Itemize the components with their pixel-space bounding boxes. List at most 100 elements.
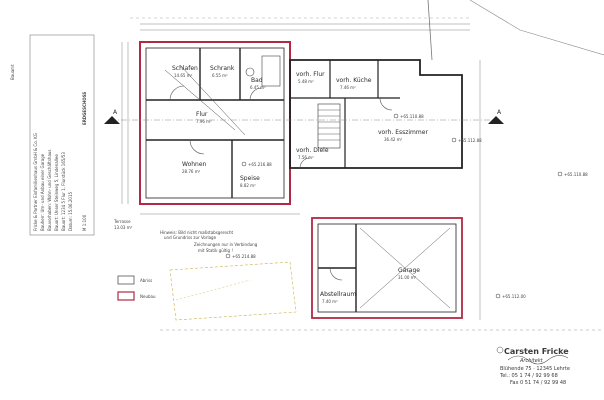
title-floor: ERDGESCHOSS — [82, 92, 87, 125]
validity-note-1: Zeichnungen nur in Verbindung — [194, 242, 258, 247]
level-label-3: +65.110.88 — [564, 172, 588, 177]
level-marker — [225, 253, 231, 259]
room-vorh-flur-name: vorh. Flur — [296, 71, 325, 78]
title-line-2: Bauherr: Um- und Anbau einer Garage — [40, 153, 45, 231]
demolition-shape — [169, 261, 297, 321]
level-marks: +65.110.88 +65.112.88 +65.110.88 +65.214… — [225, 113, 588, 299]
door-swing-wohnen — [189, 139, 205, 155]
hint-note-1: Hinweis: Bild nicht maßstabsgerecht — [160, 230, 234, 235]
section-label-left: A — [113, 109, 118, 116]
legend-swatch-abriss — [117, 275, 135, 285]
room-wohnen-area: 28.76 m² — [182, 169, 201, 174]
level-label-6: +65.112.00 — [502, 294, 526, 299]
hint-note-2: und Grundriss zur Vorlage — [164, 235, 217, 240]
level-label-4: +65.214.88 — [232, 254, 256, 259]
door-swing-diele — [299, 157, 311, 169]
door-swing-schlafen — [169, 85, 185, 101]
door-swing-essen — [379, 97, 393, 111]
garage-outer-wall — [311, 217, 463, 319]
room-vorh-essen-area: 36.42 m² — [384, 137, 403, 142]
legend-label-abriss: Abriss — [140, 278, 152, 283]
title-scale: M 1:100 — [82, 214, 87, 231]
stair-frame — [317, 103, 341, 149]
title-line-4: Bauort: Unser Steinweg 5, Lindenallee — [54, 154, 59, 231]
title-line-3: Bauvorhaben: Wohn- und Geschäftshaus — [47, 149, 52, 231]
level-marker — [557, 171, 563, 177]
existing-house: vorh. Flur 5.48 m² vorh. Küche 7.46 m² v… — [289, 59, 463, 169]
section-arrow-left — [104, 116, 120, 124]
room-vorh-essen-name: vorh. Esszimmer — [378, 129, 428, 136]
room-vorh-diele-name: vorh. Diele — [296, 147, 329, 154]
stamp-name: Carsten Fricke — [504, 347, 569, 356]
level-label-5: +65.216.88 — [248, 162, 272, 167]
compass-circle — [496, 346, 504, 354]
dimension-lines — [110, 23, 604, 331]
title-line-1: Fricke & Partner Einfamilienhaus GmbH & … — [33, 133, 38, 231]
diagonal-hatch-2 — [179, 64, 246, 136]
title-block-frame — [29, 34, 95, 236]
existing-house-outline — [289, 59, 463, 169]
stamp-phone: Tel.: 05 1 74 / 92 99 68 — [499, 373, 558, 379]
room-garage-name: Garage — [398, 267, 420, 274]
door-swing-bad — [249, 87, 263, 101]
toilet-symbol — [245, 67, 255, 77]
architect-stamp: Carsten Fricke Architekt Blühende 75 · 1… — [499, 347, 570, 386]
level-marker — [495, 293, 501, 299]
terrace-area: 13.03 m² — [114, 225, 133, 230]
room-speise-name: Speise — [240, 175, 260, 182]
legend-swatch-neubau — [117, 291, 135, 301]
section-marker-left: A — [104, 109, 120, 124]
stamp-street: Blühende 75 · 12345 Lehrte — [500, 366, 570, 372]
stamp-subtitle: Architekt — [519, 358, 544, 364]
staircase — [317, 103, 341, 149]
demolition-diagonal — [175, 279, 251, 301]
room-abstell-area: 7.40 m² — [322, 299, 338, 304]
level-marker — [241, 161, 247, 167]
section-label-right: A — [497, 109, 502, 116]
title-block: Fricke & Partner Einfamilienhaus GmbH & … — [29, 34, 95, 236]
room-vorh-kueche-area: 7.46 m² — [340, 85, 356, 90]
new-wing: Schlafen 14.65 m² Schrank 6.55 m² Bad 6.… — [139, 41, 291, 205]
garage-diagonal-2 — [359, 227, 451, 309]
title-line-6: Datum: 15.06.2015 — [68, 191, 73, 231]
site-boundary-line — [469, 0, 604, 56]
room-vorh-kueche-name: vorh. Küche — [336, 77, 372, 84]
room-schlafen-area: 14.65 m² — [174, 73, 193, 78]
margin-note: Bauamt — [10, 64, 15, 80]
demolition-outline — [169, 261, 297, 321]
room-wohnen-name: Wohnen — [182, 161, 207, 168]
room-vorh-diele-area: 7.56 m² — [298, 155, 314, 160]
room-schrank-area: 6.55 m² — [212, 73, 228, 78]
terrace-label: Terrasse — [113, 219, 131, 224]
door-swing-abstell — [329, 267, 343, 281]
section-marker-right: A — [488, 109, 504, 124]
stamp-signature — [507, 355, 569, 365]
new-wing-inner-wall — [145, 47, 285, 199]
room-abstell-name: Abstellraum — [320, 291, 356, 298]
room-schlafen-name: Schlafen — [172, 65, 198, 72]
room-flur-area: 7.96 m² — [196, 119, 212, 124]
garage-block: Garage 31.00 m² Abstellraum 7.40 m² — [311, 217, 463, 319]
room-flur-name: Flur — [196, 111, 208, 118]
legend-label-neubau: Neubau — [140, 294, 156, 299]
room-garage-area: 31.00 m² — [398, 275, 417, 280]
level-label-1: +65.110.88 — [400, 114, 424, 119]
validity-note-2: mit Statik gültig ! — [198, 248, 233, 253]
level-marker — [393, 113, 399, 119]
room-vorh-flur-area: 5.48 m² — [298, 79, 314, 84]
room-speise-area: 8.82 m² — [240, 183, 256, 188]
terrace: Terrasse 13.03 m² — [113, 219, 133, 230]
level-label-2: +65.112.88 — [458, 138, 482, 143]
room-schrank-name: Schrank — [210, 65, 235, 72]
bathtub-symbol — [261, 55, 281, 87]
room-bad-name: Bad — [251, 77, 263, 84]
section-arrow-right — [488, 116, 504, 124]
compass-symbol — [496, 346, 504, 354]
stamp-fax: Fax 0 51 74 / 92 99 48 — [510, 380, 566, 386]
room-bad-area: 6.45 m² — [250, 85, 266, 90]
level-marker — [451, 137, 457, 143]
legend: Abriss Neubau — [117, 275, 156, 301]
title-line-5: Bauort: 1234 5 Flur 1, Flurstück 165/53 — [61, 152, 66, 231]
